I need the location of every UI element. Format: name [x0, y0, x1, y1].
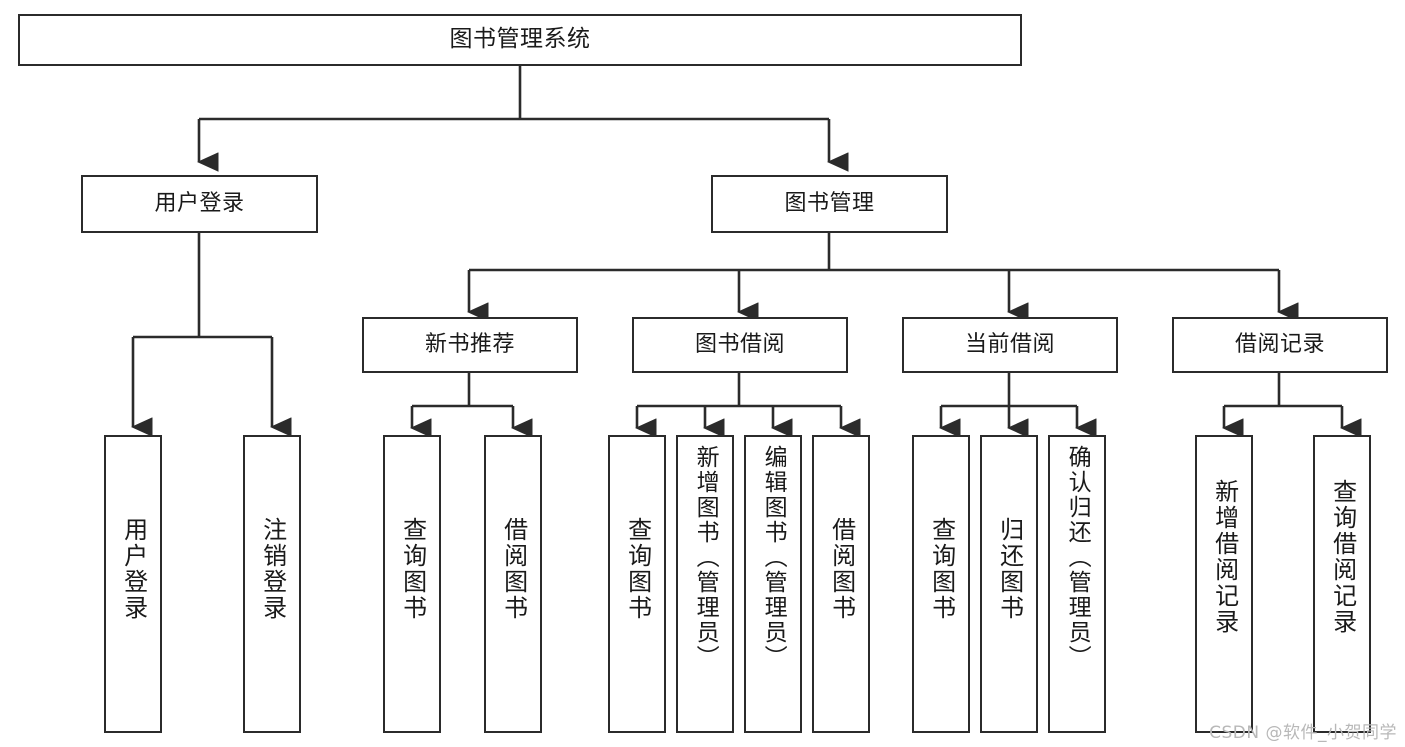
node-label: 查询图书 [623, 517, 652, 621]
node-borrow-record[interactable]: 借阅记录 [1172, 317, 1388, 373]
leaf-record-query-record[interactable]: 查询借阅记录 [1313, 435, 1371, 733]
leaf-newbook-query-book[interactable]: 查询图书 [383, 435, 441, 733]
node-label: 查询图书 [398, 517, 427, 621]
node-label: 查询借阅记录 [1328, 479, 1357, 635]
node-label: 编辑图书（管理员） [760, 445, 787, 670]
node-label: 图书管理 [784, 191, 875, 217]
leaf-user-logout[interactable]: 注销登录 [243, 435, 301, 733]
node-label: 借阅记录 [1234, 332, 1325, 358]
node-label: 当前借阅 [964, 332, 1055, 358]
node-label: 归还图书 [995, 517, 1024, 621]
node-label: 图书管理系统 [449, 26, 591, 53]
node-label: 借阅图书 [827, 517, 856, 621]
leaf-current-confirm-return-admin[interactable]: 确认归还（管理员） [1048, 435, 1106, 733]
node-label: 用户登录 [154, 191, 245, 217]
leaf-current-query-book[interactable]: 查询图书 [912, 435, 970, 733]
node-book-management[interactable]: 图书管理 [711, 175, 948, 233]
node-label: 新书推荐 [424, 332, 515, 358]
csdn-watermark: CSDN @软件_小贺同学 [1209, 723, 1397, 743]
node-label: 新增图书（管理员） [692, 445, 719, 670]
leaf-borrow-edit-book-admin[interactable]: 编辑图书（管理员） [744, 435, 802, 733]
node-label: 用户登录 [119, 517, 148, 621]
leaf-borrow-add-book-admin[interactable]: 新增图书（管理员） [676, 435, 734, 733]
node-current-borrow[interactable]: 当前借阅 [902, 317, 1118, 373]
leaf-record-add-record[interactable]: 新增借阅记录 [1195, 435, 1253, 733]
leaf-user-login[interactable]: 用户登录 [104, 435, 162, 733]
node-label: 新增借阅记录 [1210, 479, 1239, 635]
node-label: 借阅图书 [499, 517, 528, 621]
node-root-system[interactable]: 图书管理系统 [18, 14, 1022, 66]
leaf-newbook-borrow-book[interactable]: 借阅图书 [484, 435, 542, 733]
node-user-login[interactable]: 用户登录 [81, 175, 318, 233]
node-label: 注销登录 [258, 517, 287, 621]
node-label: 确认归还（管理员） [1064, 445, 1091, 670]
leaf-borrow-lend-book[interactable]: 借阅图书 [812, 435, 870, 733]
node-label: 查询图书 [927, 517, 956, 621]
node-label: 图书借阅 [694, 332, 785, 358]
node-new-book-recommend[interactable]: 新书推荐 [362, 317, 578, 373]
leaf-borrow-query-book[interactable]: 查询图书 [608, 435, 666, 733]
node-book-borrow[interactable]: 图书借阅 [632, 317, 848, 373]
leaf-current-return-book[interactable]: 归还图书 [980, 435, 1038, 733]
